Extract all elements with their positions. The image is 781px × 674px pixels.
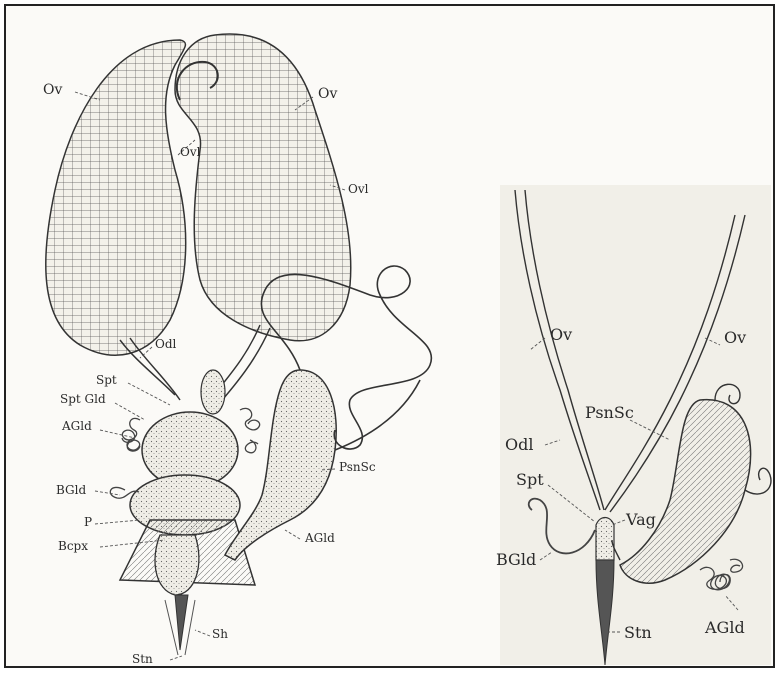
label-ov-right: Ov (318, 87, 337, 101)
label-ovl-right: Ovl (348, 183, 368, 195)
label-spt: Spt (96, 374, 117, 386)
label-agld-left: AGld (62, 420, 92, 432)
label-spt-gld: Spt Gld (60, 393, 106, 405)
label-ov-left: Ov (43, 83, 62, 97)
label-p: P (84, 516, 92, 528)
label-stn-left: Stn (132, 653, 153, 665)
label-right-bgld: BGld (496, 552, 536, 568)
left-central-body (130, 370, 240, 535)
label-bgld: BGld (56, 484, 86, 496)
label-bcpx: Bcpx (58, 540, 88, 552)
label-right-vag: Vag (626, 512, 656, 528)
label-right-agld: AGld (705, 620, 745, 636)
label-right-psnsc: PsnSc (585, 405, 634, 421)
label-right-odl: Odl (505, 437, 533, 453)
label-psnsc-left: PsnSc (339, 461, 376, 473)
label-agld-right: AGld (305, 532, 335, 544)
left-ovary-left (46, 40, 186, 355)
label-right-spt: Spt (516, 472, 544, 488)
label-right-ov-right: Ov (724, 330, 746, 346)
label-right-ov-left: Ov (550, 327, 572, 343)
label-right-stn: Stn (624, 625, 652, 641)
label-ovl-top: Ovl (180, 146, 200, 158)
label-odl: Odl (155, 338, 176, 350)
label-sh: Sh (212, 628, 228, 640)
